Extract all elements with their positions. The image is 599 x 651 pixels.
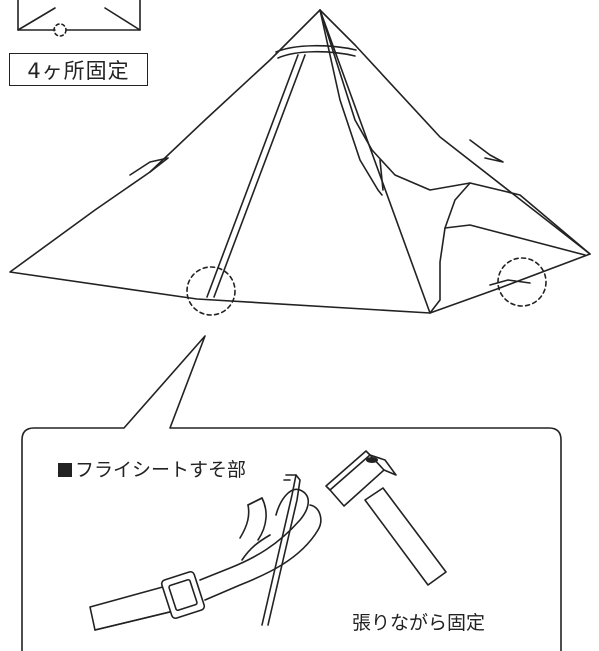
instruction-text: 張りながら固定 bbox=[352, 612, 486, 634]
peg-icon bbox=[261, 474, 301, 626]
callout-title-text: フライシートすそ部 bbox=[75, 459, 247, 481]
buckle-icon bbox=[160, 570, 206, 620]
callout-title: フライシートすそ部 bbox=[58, 455, 246, 482]
detail-marker-right bbox=[497, 257, 547, 307]
hammer-icon bbox=[325, 450, 447, 586]
black-square-icon bbox=[58, 463, 72, 477]
detail-marker-left bbox=[186, 266, 236, 316]
inset-footprint-diagram bbox=[17, 0, 141, 37]
fixing-points-label: 4ヶ所固定 bbox=[9, 53, 148, 86]
tent-body bbox=[9, 9, 591, 314]
fixing-points-text: 4ヶ所固定 bbox=[27, 58, 130, 83]
